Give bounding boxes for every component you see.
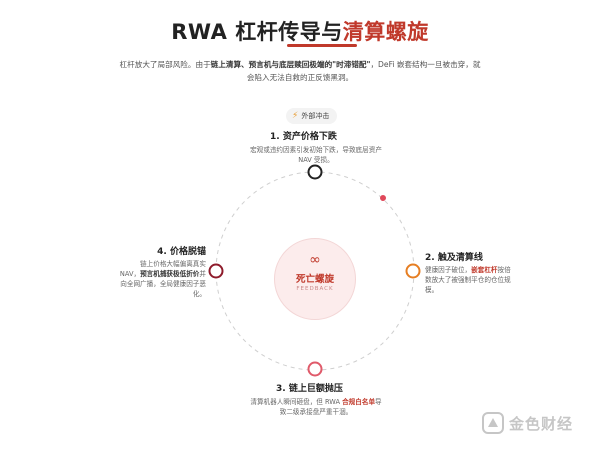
step-4-desc-b: 并 — [199, 270, 206, 278]
lightning-icon: ⚡ — [292, 111, 299, 121]
step-4-desc-line-1: 链上价格大幅偏离真实 — [140, 260, 206, 268]
watermark-text: 金色财经 — [509, 414, 574, 433]
step-1-desc-line-2: NAV 受损。 — [298, 156, 334, 164]
step-2-desc-line-3: 模。 — [425, 286, 439, 294]
infinity-icon: ∞ — [309, 252, 321, 268]
step-2-desc: 健康因子破位，嵌套杠杆按倍 数放大了被强制平仓的仓位规 模。 — [425, 265, 535, 295]
external-shock-badge: ⚡ 外部冲击 — [286, 108, 338, 124]
hub-subtitle: FEEDBACK — [296, 286, 334, 292]
flow-dot — [380, 195, 386, 201]
step-4-desc-line-2a: NAV， — [119, 270, 141, 278]
step-2-desc-line-2: 数放大了被强制平仓的仓位规 — [425, 276, 511, 284]
step-1-desc-line-1: 宏观或违约因素引发初始下跌，导致底层资产 — [250, 146, 382, 154]
step-1-title: 1. 资产价格下跌 — [270, 132, 337, 142]
step-2-desc-highlight: 嵌套杠杆 — [471, 266, 498, 274]
watermark: 金色财经 — [482, 412, 573, 434]
title-underline — [287, 44, 357, 47]
step-3-desc-highlight: 合规白名单 — [342, 398, 376, 406]
node-2-liquidation — [405, 263, 421, 279]
title-main: RWA 杠杆传导与 — [171, 20, 343, 44]
step-2-desc-a: 健康因子破位， — [425, 266, 472, 274]
step-3-desc: 清算机器人瞬间砸盘，但 RWA 合规白名单导 致二级承接盘严重干涸。 — [236, 397, 396, 417]
step-3-desc-b: 导 — [375, 398, 382, 406]
intro-paragraph: 杠杆放大了局部风险。由于链上清算、预言机与底层赎回极端的"时滞错配"，DeFi … — [85, 58, 515, 84]
intro-bold: 链上清算、预言机与底层赎回极端的"时滞错配" — [210, 60, 371, 69]
step-2-title: 2. 触及清算线 — [425, 253, 483, 263]
step-3-title: 3. 链上巨额抛压 — [276, 384, 343, 394]
step-4-desc-highlight: 预言机捕获极低折价 — [140, 270, 200, 278]
step-3-desc-line-2: 致二级承接盘严重干涸。 — [279, 408, 353, 416]
jinse-logo-icon — [482, 412, 504, 434]
node-4-depeg — [208, 263, 224, 279]
step-4-desc-line-3: 向全网广播，全局健康因子恶 — [120, 280, 206, 288]
step-4-title: 4. 价格脱锚 — [157, 247, 206, 257]
intro-text-2: ，DeFi 嵌套结构一旦被击穿，就 — [370, 60, 481, 69]
step-3-desc-a: 清算机器人瞬间砸盘，但 RWA — [250, 398, 343, 406]
hub-title: 死亡螺旋 — [295, 274, 334, 285]
title-accent: 清算螺旋 — [342, 20, 429, 44]
step-2-desc-b: 按倍 — [497, 266, 511, 274]
node-3-sell-pressure — [307, 361, 323, 377]
intro-text-1: 杠杆放大了局部风险。由于 — [119, 60, 211, 69]
step-4-desc-line-4: 化。 — [192, 290, 206, 298]
step-1-desc: 宏观或违约因素引发初始下跌，导致底层资产 NAV 受损。 — [236, 145, 396, 165]
page-title: RWA 杠杆传导与清算螺旋 — [0, 16, 600, 46]
intro-text-3: 会陷入无法自救的正反馈黑洞。 — [246, 73, 354, 82]
death-spiral-hub: ∞ 死亡螺旋 FEEDBACK — [274, 238, 356, 320]
node-1-price-drop — [307, 164, 323, 180]
step-4-desc: 链上价格大幅偏离真实 NAV，预言机捕获极低折价并 向全网广播，全局健康因子恶 … — [106, 259, 206, 299]
external-shock-label: 外部冲击 — [301, 112, 330, 120]
